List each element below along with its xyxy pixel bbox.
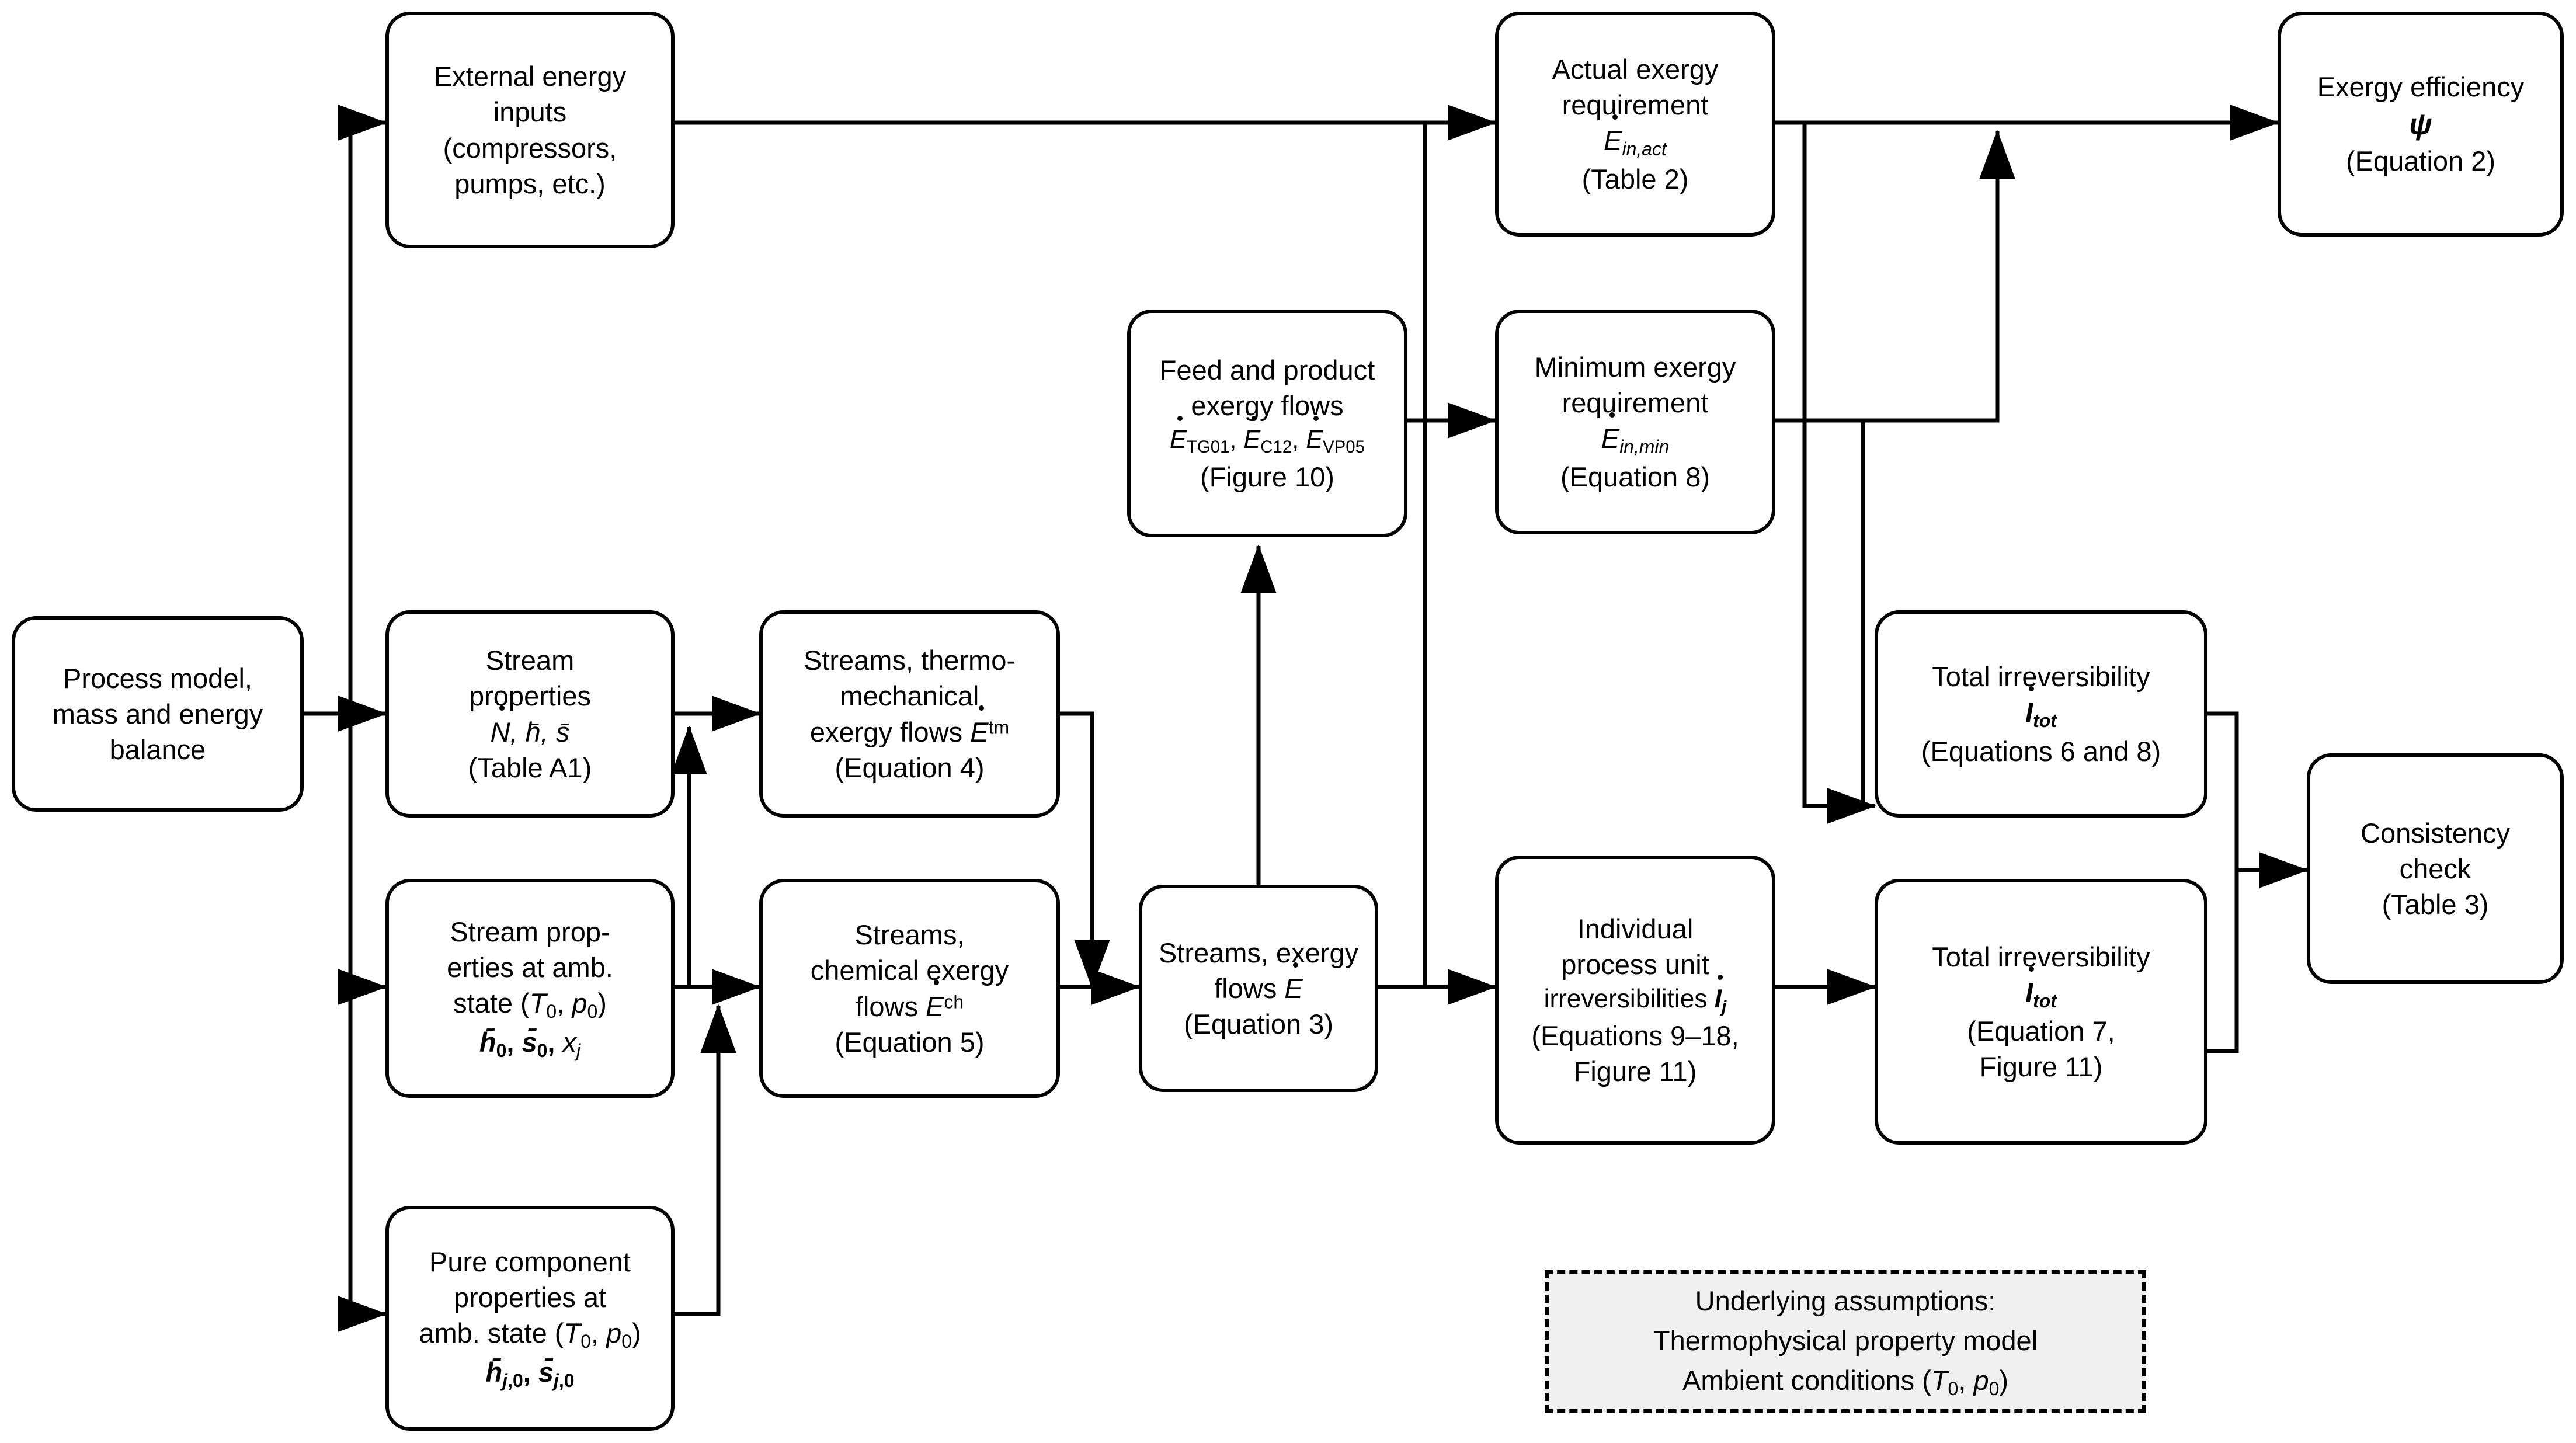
- thermo-mech-line-1: Streams, thermo-: [803, 645, 1016, 676]
- total-irrev-7-line-4: Figure 11): [1979, 1051, 2103, 1083]
- minimum-exergy-reference: (Equation 8): [1560, 461, 1711, 493]
- pure-component-state: amb. state (T0, p0): [419, 1317, 641, 1352]
- consistency-check[interactable]: Consistency check (Table 3): [2307, 753, 2564, 984]
- minimum-exergy-line-1: Minimum exergy: [1534, 351, 1736, 383]
- edge-minimum-up: [1810, 130, 2015, 423]
- total-irreversibility-eq6-8[interactable]: Total irreversibility Itot (Equations 6 …: [1875, 610, 2207, 818]
- actual-exergy-symbols: Ein,act: [1507, 114, 1764, 161]
- stream-properties-line-1: Stream: [485, 645, 575, 676]
- edge-thermomech-down: [1060, 711, 1110, 989]
- assumptions-line-3: Ambient conditions (T0, p0): [1682, 1365, 2009, 1399]
- edge-minimum-down: [1775, 418, 1865, 806]
- external-energy-inputs[interactable]: External energy inputs (compressors, pum…: [385, 12, 675, 248]
- exergy-efficiency-reference: (Equation 2): [2345, 145, 2496, 177]
- feed-product-line-2: exergy flows: [1191, 390, 1344, 422]
- total-irrev-68-symbols: Itot: [1886, 686, 2196, 733]
- minimum-exergy-symbols: Ein,min: [1507, 412, 1764, 459]
- thermo-mechanical-exergy-flows[interactable]: Streams, thermo- mechanical exergy flows…: [759, 610, 1060, 818]
- thermo-mech-symbols: exergy flows Etm: [771, 705, 1048, 750]
- stream-properties-ambient-state: state (T0, p0): [453, 988, 607, 1023]
- streams-exergy-symbols: flows E: [1150, 962, 1367, 1006]
- external-energy-line-1: External energy: [433, 61, 627, 92]
- stream-properties-ambient-symbols: h̄0, s̄0, xj: [479, 1026, 581, 1061]
- stream-properties-reference: (Table A1): [468, 752, 592, 783]
- actual-exergy-reference: (Table 2): [1581, 164, 1689, 195]
- stream-properties-symbols: N, h̄, s̄: [397, 705, 663, 750]
- exergy-efficiency-line-1: Exergy efficiency: [2317, 71, 2525, 103]
- total-irrev-7-line-1: Total irreversibility: [1932, 941, 2150, 972]
- external-energy-line-4: pumps, etc.): [454, 168, 606, 199]
- pure-component-line-2: properties at: [453, 1282, 607, 1313]
- chemical-exergy-flows[interactable]: Streams, chemical exergy flows Ech (Equa…: [759, 879, 1060, 1098]
- chemical-exergy-line-2: chemical exergy: [810, 955, 1009, 986]
- individual-irrev-line-1: Individual: [1577, 913, 1694, 944]
- streams-exergy-line-1: Streams, exergy: [1158, 937, 1359, 968]
- minimum-exergy-requirement[interactable]: Minimum exergy requirement Ein,min (Equa…: [1495, 310, 1775, 534]
- chemical-exergy-reference: (Equation 5): [835, 1026, 985, 1058]
- thermo-mech-line-2: mechanical: [840, 680, 979, 712]
- chemical-exergy-symbols: flows Ech: [771, 980, 1048, 1024]
- edge-actual-totalirrev: [1802, 123, 1876, 824]
- pure-component-line-1: Pure component: [429, 1246, 631, 1277]
- external-energy-line-3: (compressors,: [443, 132, 617, 164]
- total-irrev-68-reference: (Equations 6 and 8): [1921, 735, 2161, 767]
- individual-irrev-line-4: (Equations 9–18,: [1531, 1020, 1739, 1052]
- assumptions-line-1: Underlying assumptions:: [1695, 1285, 1996, 1316]
- pure-component-symbols: h̄j,0, s̄j,0: [485, 1356, 575, 1391]
- individual-process-unit-irreversibilities[interactable]: Individual process unit irreversibilitie…: [1495, 856, 1775, 1145]
- actual-exergy-requirement[interactable]: Actual exergy requirement Ein,act (Table…: [1495, 12, 1775, 237]
- exergy-efficiency[interactable]: Exergy efficiency ψ (Equation 2): [2278, 12, 2564, 237]
- total-irrev-68-line-1: Total irreversibility: [1932, 661, 2150, 693]
- actual-exergy-line-2: requirement: [1562, 89, 1709, 120]
- assumptions-line-2: Thermophysical property model: [1653, 1324, 2038, 1356]
- total-irreversibility-eq7[interactable]: Total irreversibility Itot (Equation 7, …: [1875, 879, 2207, 1145]
- thermo-mech-reference: (Equation 4): [835, 752, 985, 783]
- exergy-efficiency-symbol: ψ: [2409, 107, 2432, 141]
- process-model-line-1: Process model,: [63, 662, 252, 694]
- feed-product-line-1: Feed and product: [1159, 354, 1375, 386]
- process-model-line-3: balance: [109, 734, 206, 766]
- edge-totalirrev68-merge: [2207, 711, 2239, 870]
- underlying-assumptions: Underlying assumptions: Thermophysical p…: [1545, 1270, 2146, 1413]
- stream-properties-ambient[interactable]: Stream prop- erties at amb. state (T0, p…: [385, 879, 675, 1098]
- consistency-check-line-1: Consistency: [2361, 817, 2510, 849]
- individual-irrev-line-5: Figure 11): [1573, 1056, 1697, 1087]
- feed-product-symbols: ETG01, EC12, EVP05: [1139, 416, 1396, 458]
- external-energy-line-2: inputs: [493, 96, 567, 128]
- total-irrev-7-line-3: (Equation 7,: [1967, 1016, 2115, 1047]
- stream-properties-ambient-line-2: erties at amb.: [447, 952, 613, 983]
- individual-irrev-symbols: irreversibilities Ij: [1507, 974, 1764, 1018]
- edge-pure-chemical: [675, 1004, 736, 1316]
- process-model[interactable]: Process model, mass and energy balance: [12, 616, 304, 812]
- feed-and-product-exergy-flows[interactable]: Feed and product exergy flows ETG01, EC1…: [1127, 310, 1407, 537]
- minimum-exergy-line-2: requirement: [1562, 387, 1709, 418]
- streams-exergy-reference: (Equation 3): [1183, 1009, 1334, 1040]
- consistency-check-line-2: check: [2399, 853, 2471, 884]
- stream-properties-line-2: properties: [469, 680, 591, 712]
- edge-totalirrev7-merge: [2207, 870, 2239, 1053]
- process-model-line-2: mass and energy: [52, 698, 263, 729]
- actual-exergy-line-1: Actual exergy: [1552, 53, 1719, 85]
- individual-irrev-line-2: process unit: [1561, 948, 1709, 980]
- streams-exergy-flows[interactable]: Streams, exergy flows E (Equation 3): [1139, 885, 1378, 1092]
- consistency-check-reference: (Table 3): [2382, 889, 2489, 920]
- pure-component-properties[interactable]: Pure component properties at amb. state …: [385, 1206, 675, 1431]
- stream-properties-ambient-line-1: Stream prop-: [450, 916, 610, 947]
- total-irrev-7-symbols: Itot: [1886, 966, 2196, 1013]
- stream-properties[interactable]: Stream properties N, h̄, s̄ (Table A1): [385, 610, 675, 818]
- feed-product-reference: (Figure 10): [1200, 461, 1334, 492]
- chemical-exergy-line-1: Streams,: [854, 919, 965, 951]
